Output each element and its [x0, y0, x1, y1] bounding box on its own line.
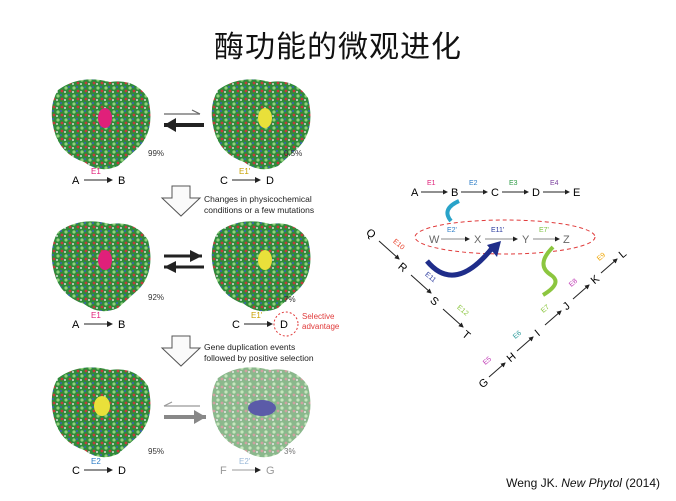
enzyme-label: E3	[509, 180, 518, 187]
enzyme-label: E2	[469, 180, 478, 187]
enzyme-label: E2'	[447, 227, 457, 234]
node-label: R	[395, 261, 409, 275]
node-label: A	[72, 319, 80, 331]
enzyme-label: E8	[568, 278, 579, 289]
selective-line1: Selective	[302, 312, 335, 321]
node-label: C	[232, 319, 240, 331]
node-label: Z	[563, 234, 570, 246]
recruit-arrow-e2	[445, 199, 460, 223]
enzyme-label: E12	[455, 304, 469, 317]
metabolic-network: A E1 B E2 C E3 D E4 E W E2' X E11' Y E7'…	[363, 180, 629, 391]
enzyme-label: E4	[550, 180, 559, 187]
recruit-arrow-e11	[425, 245, 495, 278]
citation-journal: New Phytol	[561, 476, 622, 490]
node-label: D	[266, 175, 274, 187]
enzyme-label: E1'	[239, 167, 251, 176]
enzyme-label: E10	[391, 238, 405, 251]
enzyme-label: E7	[540, 304, 551, 315]
pct-label: 99%	[148, 149, 164, 158]
node-label: B	[451, 187, 458, 199]
left-path: Q E10 R E11 S E12 T	[363, 227, 472, 343]
node-label: F	[220, 465, 227, 477]
protein-a2	[51, 221, 151, 312]
citation-year: (2014)	[625, 476, 660, 490]
enzyme-label: E9	[596, 252, 607, 263]
citation-author: Weng JK.	[506, 476, 558, 490]
mid-path-ellipse	[414, 219, 596, 255]
step2-line1: Gene duplication events	[204, 342, 295, 352]
step-down-arrow	[160, 185, 202, 217]
node-label: H	[505, 351, 519, 365]
node-label: X	[474, 234, 482, 246]
equilibrium-arrows	[164, 250, 204, 273]
step-down-arrow	[160, 335, 202, 367]
mid-path: W E2' X E11' Y E7' Z	[429, 227, 570, 246]
right-path: G E5 H E6 I E7 J E8 K E9 L	[477, 248, 629, 391]
slide-title: 酶功能的微观进化	[214, 30, 462, 65]
node-label: Q	[363, 227, 378, 242]
citation: Weng JK. New Phytol (2014)	[506, 476, 660, 490]
node-label: C	[220, 175, 228, 187]
pct-label: 95%	[148, 447, 164, 456]
recruit-arrow-e7	[541, 245, 558, 297]
node-label: A	[72, 175, 80, 187]
pct-label: 7%	[284, 295, 296, 304]
node-label: Y	[522, 234, 530, 246]
node-label: D	[532, 187, 540, 199]
node-label: G	[477, 376, 491, 391]
equilibrium-arrows	[163, 401, 206, 424]
node-label: B	[118, 319, 125, 331]
node-label: I	[533, 328, 543, 339]
pct-label: 3%	[284, 447, 296, 456]
top-path: A E1 B E2 C E3 D E4 E	[411, 180, 580, 199]
node-label: B	[118, 175, 125, 187]
enzyme-label: E2'	[239, 457, 251, 466]
enzyme-label: E2	[91, 457, 101, 466]
node-label: D	[118, 465, 126, 477]
node-label: A	[411, 187, 419, 199]
enzyme-label: E1	[91, 311, 101, 320]
protein-b3	[211, 367, 311, 458]
enzyme-label: E6	[512, 330, 523, 341]
protein-b1	[211, 79, 311, 170]
enzyme-evolution-scheme: 99% 0.5% A E1 B C E1' D Changes in physi…	[51, 79, 340, 477]
enzyme-label: E1'	[251, 311, 263, 320]
enzyme-label: E1	[427, 180, 436, 187]
node-label: E	[573, 187, 580, 199]
step1-line1: Changes in physicochemical	[204, 194, 312, 204]
equilibrium-arrows	[164, 109, 204, 132]
protein-a1	[51, 79, 151, 170]
protein-b2	[211, 221, 311, 312]
selective-line2: advantage	[302, 322, 340, 331]
node-label: S	[427, 295, 440, 309]
node-label: C	[72, 465, 80, 477]
node-label: L	[617, 248, 629, 261]
enzyme-label: E11	[423, 271, 437, 284]
protein-a3	[51, 367, 151, 458]
node-label: G	[266, 465, 275, 477]
pct-label: 0.5%	[284, 149, 302, 158]
node-label: D	[280, 319, 288, 331]
recruit-arrowhead	[487, 241, 501, 257]
enzyme-label: E7'	[539, 227, 549, 234]
node-label: C	[491, 187, 499, 199]
selective-circle	[273, 311, 299, 337]
enzyme-label: E5	[482, 356, 493, 367]
step2-line2: followed by positive selection	[204, 353, 314, 363]
node-label: W	[429, 234, 440, 246]
pct-label: 92%	[148, 293, 164, 302]
enzyme-label: E1	[91, 167, 101, 176]
node-label: K	[589, 273, 603, 287]
step1-line2: conditions or a few mutations	[204, 205, 314, 215]
node-label: J	[561, 300, 573, 313]
enzyme-label: E11'	[491, 227, 504, 234]
node-label: T	[459, 329, 472, 343]
